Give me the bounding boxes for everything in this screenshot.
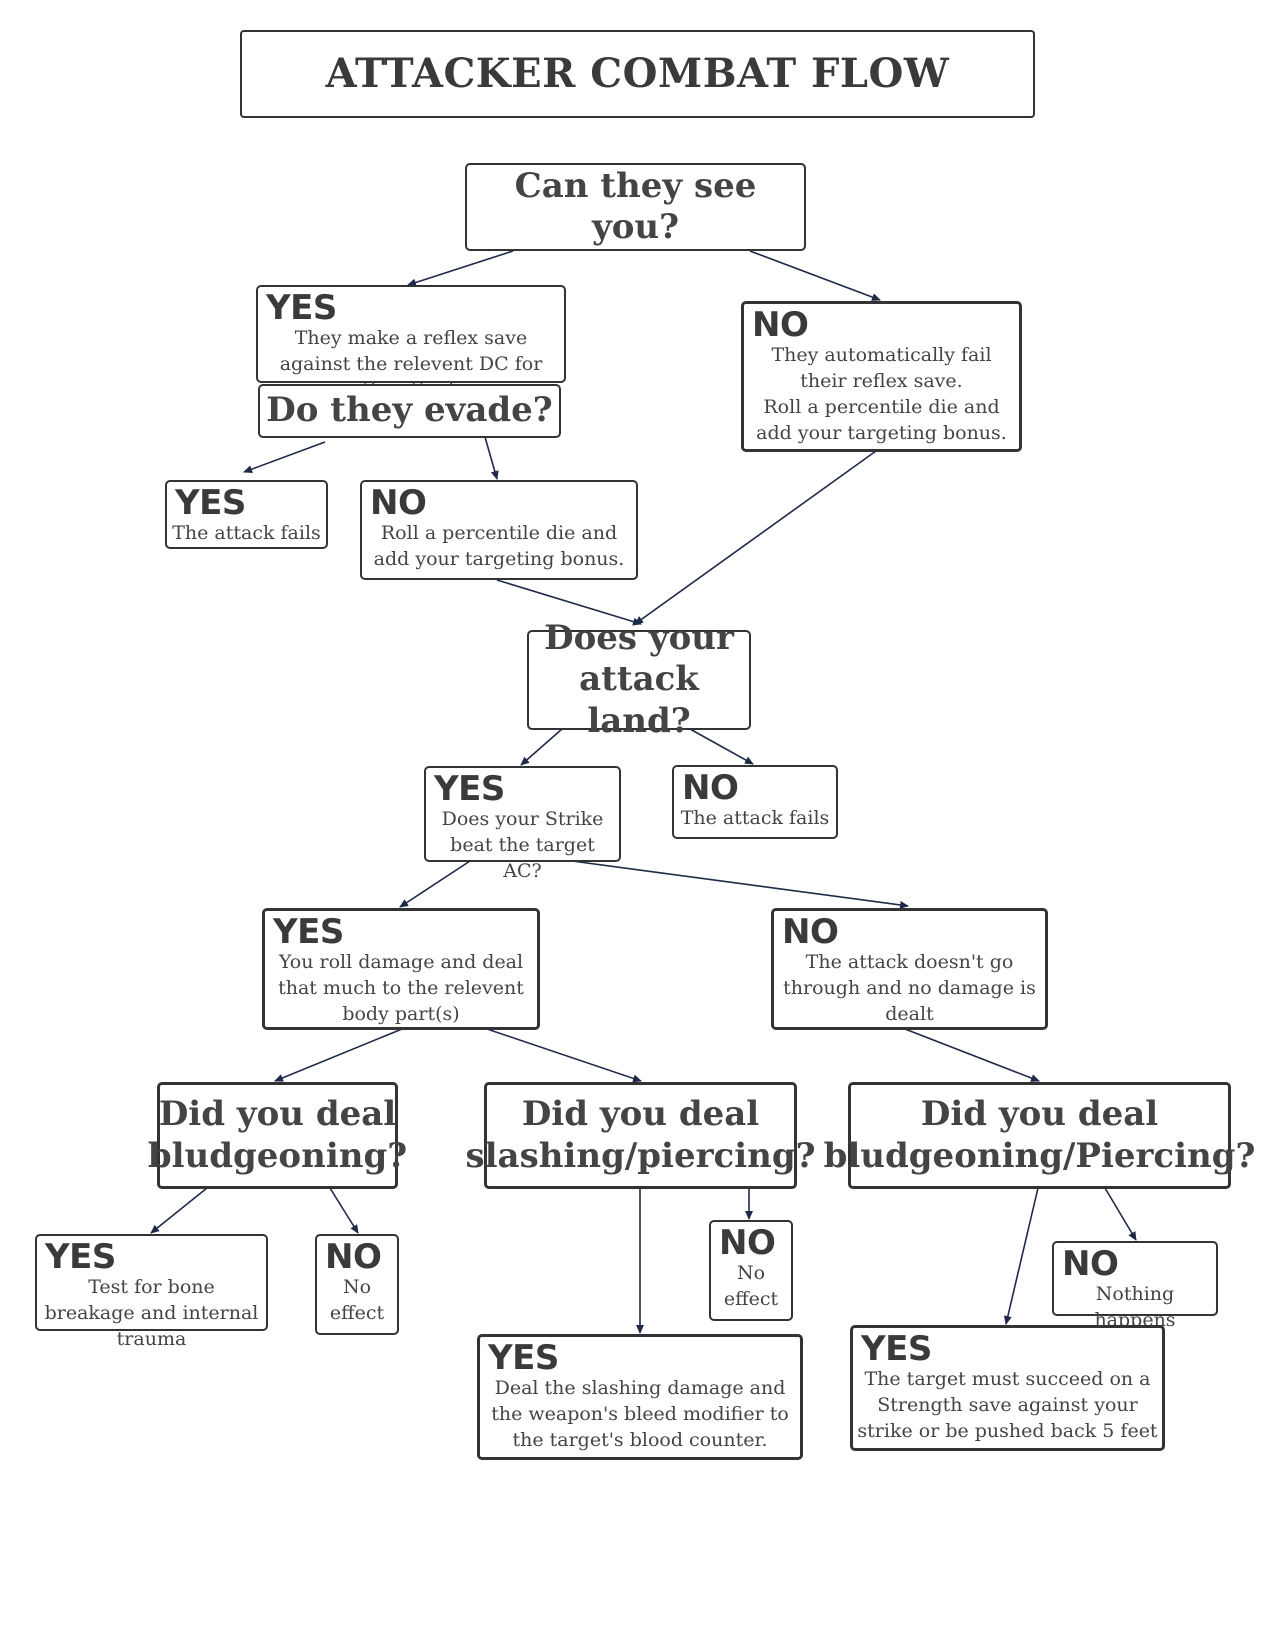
node-body: The target must succeed on a Strength sa… xyxy=(857,1368,1158,1442)
node-do-they-evade: Do they evade? xyxy=(258,384,561,438)
node-bludg-no: NO No effect xyxy=(315,1234,399,1335)
arrow-bp-to-yes xyxy=(1003,1187,1039,1325)
arrow-acno-to-bludpierce xyxy=(904,1028,1040,1082)
node-ac-yes: YES You roll damage and deal that much t… xyxy=(262,908,540,1030)
node-did-you-deal-bludgeoning-piercing: Did you deal bludgeoning/Piercing? xyxy=(824,1082,1255,1189)
node-head: YES xyxy=(175,483,246,523)
node-slash-yes: YES Deal the slashing damage and the wea… xyxy=(477,1334,803,1460)
node-body: Does your Strike beat the target AC? xyxy=(441,808,604,882)
node-head: NO xyxy=(325,1237,382,1277)
arrow-see-to-no xyxy=(749,250,881,301)
node-text: Did you deal bludgeoning? xyxy=(147,1094,408,1176)
node-body: No effect xyxy=(329,1276,385,1324)
node-body: Deal the slashing damage and the weapon'… xyxy=(491,1377,789,1451)
title-box: ATTACKER COMBAT FLOW xyxy=(240,30,1035,118)
arrow-evade-to-no xyxy=(484,436,499,480)
node-head: YES xyxy=(861,1329,932,1369)
arrow-acyes-to-bludg xyxy=(274,1028,403,1082)
node-body: Roll a percentile die and add your targe… xyxy=(373,522,625,570)
arrow-landyes-to-acno xyxy=(571,860,909,909)
node-body: The attack fails xyxy=(172,522,321,544)
node-did-you-deal-bludgeoning: Did you deal bludgeoning? xyxy=(148,1082,407,1189)
node-land-no: NO The attack fails xyxy=(672,765,838,839)
node-text: Can they see you? xyxy=(514,165,757,247)
node-head: YES xyxy=(488,1338,559,1378)
node-head: NO xyxy=(782,912,839,952)
node-see-yes: YES They make a reflex save against the … xyxy=(256,285,566,401)
arrow-see-to-yes xyxy=(407,250,514,287)
node-head: YES xyxy=(266,288,337,328)
arrow-bludg-to-no xyxy=(329,1187,359,1234)
node-text: Does your attack land? xyxy=(544,617,734,741)
node-head: NO xyxy=(719,1223,776,1263)
node-body: They automatically fail their reflex sav… xyxy=(756,344,1007,444)
node-body: The attack doesn't go through and no dam… xyxy=(783,951,1036,1025)
arrow-bp-to-no xyxy=(1104,1187,1137,1241)
arrow-acyes-to-slash xyxy=(486,1028,642,1083)
arrow-seeno-to-land xyxy=(634,450,877,625)
node-ac-no: NO The attack doesn't go through and no … xyxy=(771,908,1048,1030)
node-head: NO xyxy=(370,483,427,523)
node-body: Test for bone breakage and internal trau… xyxy=(44,1276,259,1350)
node-text: Do they evade? xyxy=(266,390,553,431)
node-head: YES xyxy=(273,912,344,952)
node-did-you-deal-slashing-piercing: Did you deal slashing/piercing? xyxy=(465,1082,816,1189)
node-head: NO xyxy=(752,305,809,345)
node-head: NO xyxy=(682,768,739,808)
node-text: Did you deal bludgeoning/Piercing? xyxy=(823,1094,1256,1176)
node-bludg-yes: YES Test for bone breakage and internal … xyxy=(35,1234,268,1350)
node-land-yes: YES Does your Strike beat the target AC? xyxy=(424,766,621,882)
node-head: YES xyxy=(45,1237,116,1277)
node-does-your-attack-land: Does your attack land? xyxy=(527,618,751,741)
node-head: NO xyxy=(1062,1244,1119,1284)
node-text: Did you deal slashing/piercing? xyxy=(465,1094,816,1176)
node-body: The attack fails xyxy=(680,807,830,829)
node-bp-yes: YES The target must succeed on a Strengt… xyxy=(850,1325,1165,1451)
node-body: No effect xyxy=(723,1262,779,1310)
node-body: You roll damage and deal that much to th… xyxy=(278,951,524,1025)
node-can-they-see-you: Can they see you? xyxy=(465,163,806,251)
arrow-bludg-to-yes xyxy=(150,1187,208,1234)
node-see-no: NO They automatically fail their reflex … xyxy=(741,301,1022,452)
node-evade-yes: YES The attack fails xyxy=(165,480,328,549)
node-slash-no: NO No effect xyxy=(709,1220,793,1321)
node-head: YES xyxy=(434,769,505,809)
node-evade-no: NO Roll a percentile die and add your ta… xyxy=(360,480,638,580)
page-title: ATTACKER COMBAT FLOW xyxy=(325,49,950,97)
node-bp-no: NO Nothing happens xyxy=(1052,1241,1218,1331)
arrow-evade-to-yes xyxy=(243,441,326,473)
